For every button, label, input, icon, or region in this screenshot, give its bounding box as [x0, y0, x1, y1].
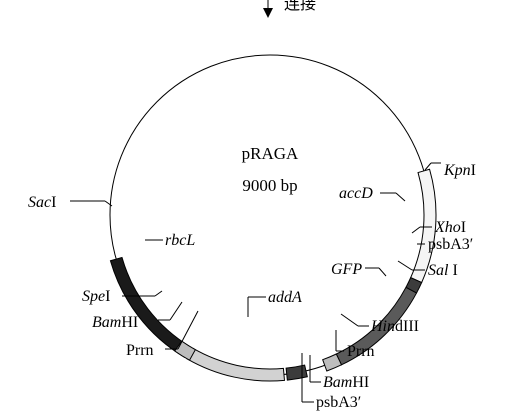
label-bamhi-bottom: BamHI: [323, 374, 369, 391]
leader-kpni: [424, 162, 432, 171]
segment-rbcl: [109, 256, 192, 358]
top-caption: 连接: [284, 0, 316, 13]
segment-psba3-left: [285, 364, 308, 381]
label-gfp: GFP: [331, 261, 362, 278]
label-psba3-bottom: psbA3′: [316, 394, 361, 411]
label-prrn-left: Prrn: [126, 342, 154, 359]
leader-xhoi: [411, 226, 421, 234]
label-xhoi: XhoI: [434, 219, 466, 236]
plasmid-segments: [109, 168, 437, 382]
label-bamhi-left: BamHI: [92, 314, 138, 331]
label-rbcl: rbcL: [165, 232, 195, 249]
segment-psba3-right: [405, 276, 423, 294]
plasmid-name: pRAGA: [242, 144, 299, 163]
label-psba3-right: psbA3′: [428, 236, 473, 253]
label-accd: accD: [339, 185, 373, 202]
label-sali: Sal I: [428, 262, 458, 279]
segment-adda: [186, 347, 286, 382]
label-prrn-right: Prrn: [347, 343, 375, 360]
label-saci: SacI: [28, 194, 56, 211]
leader-sali: [397, 260, 413, 271]
plasmid-size: 9000 bp: [242, 176, 297, 195]
label-adda: addA: [268, 289, 302, 306]
label-kpni: KpnI: [443, 162, 476, 179]
top-arrow: [263, 0, 273, 18]
label-spei: SpeI: [82, 288, 110, 305]
label-hindiii: HindIII: [370, 318, 419, 335]
leader-hindiii: [340, 313, 359, 327]
segment-prrn-right: [322, 353, 343, 372]
